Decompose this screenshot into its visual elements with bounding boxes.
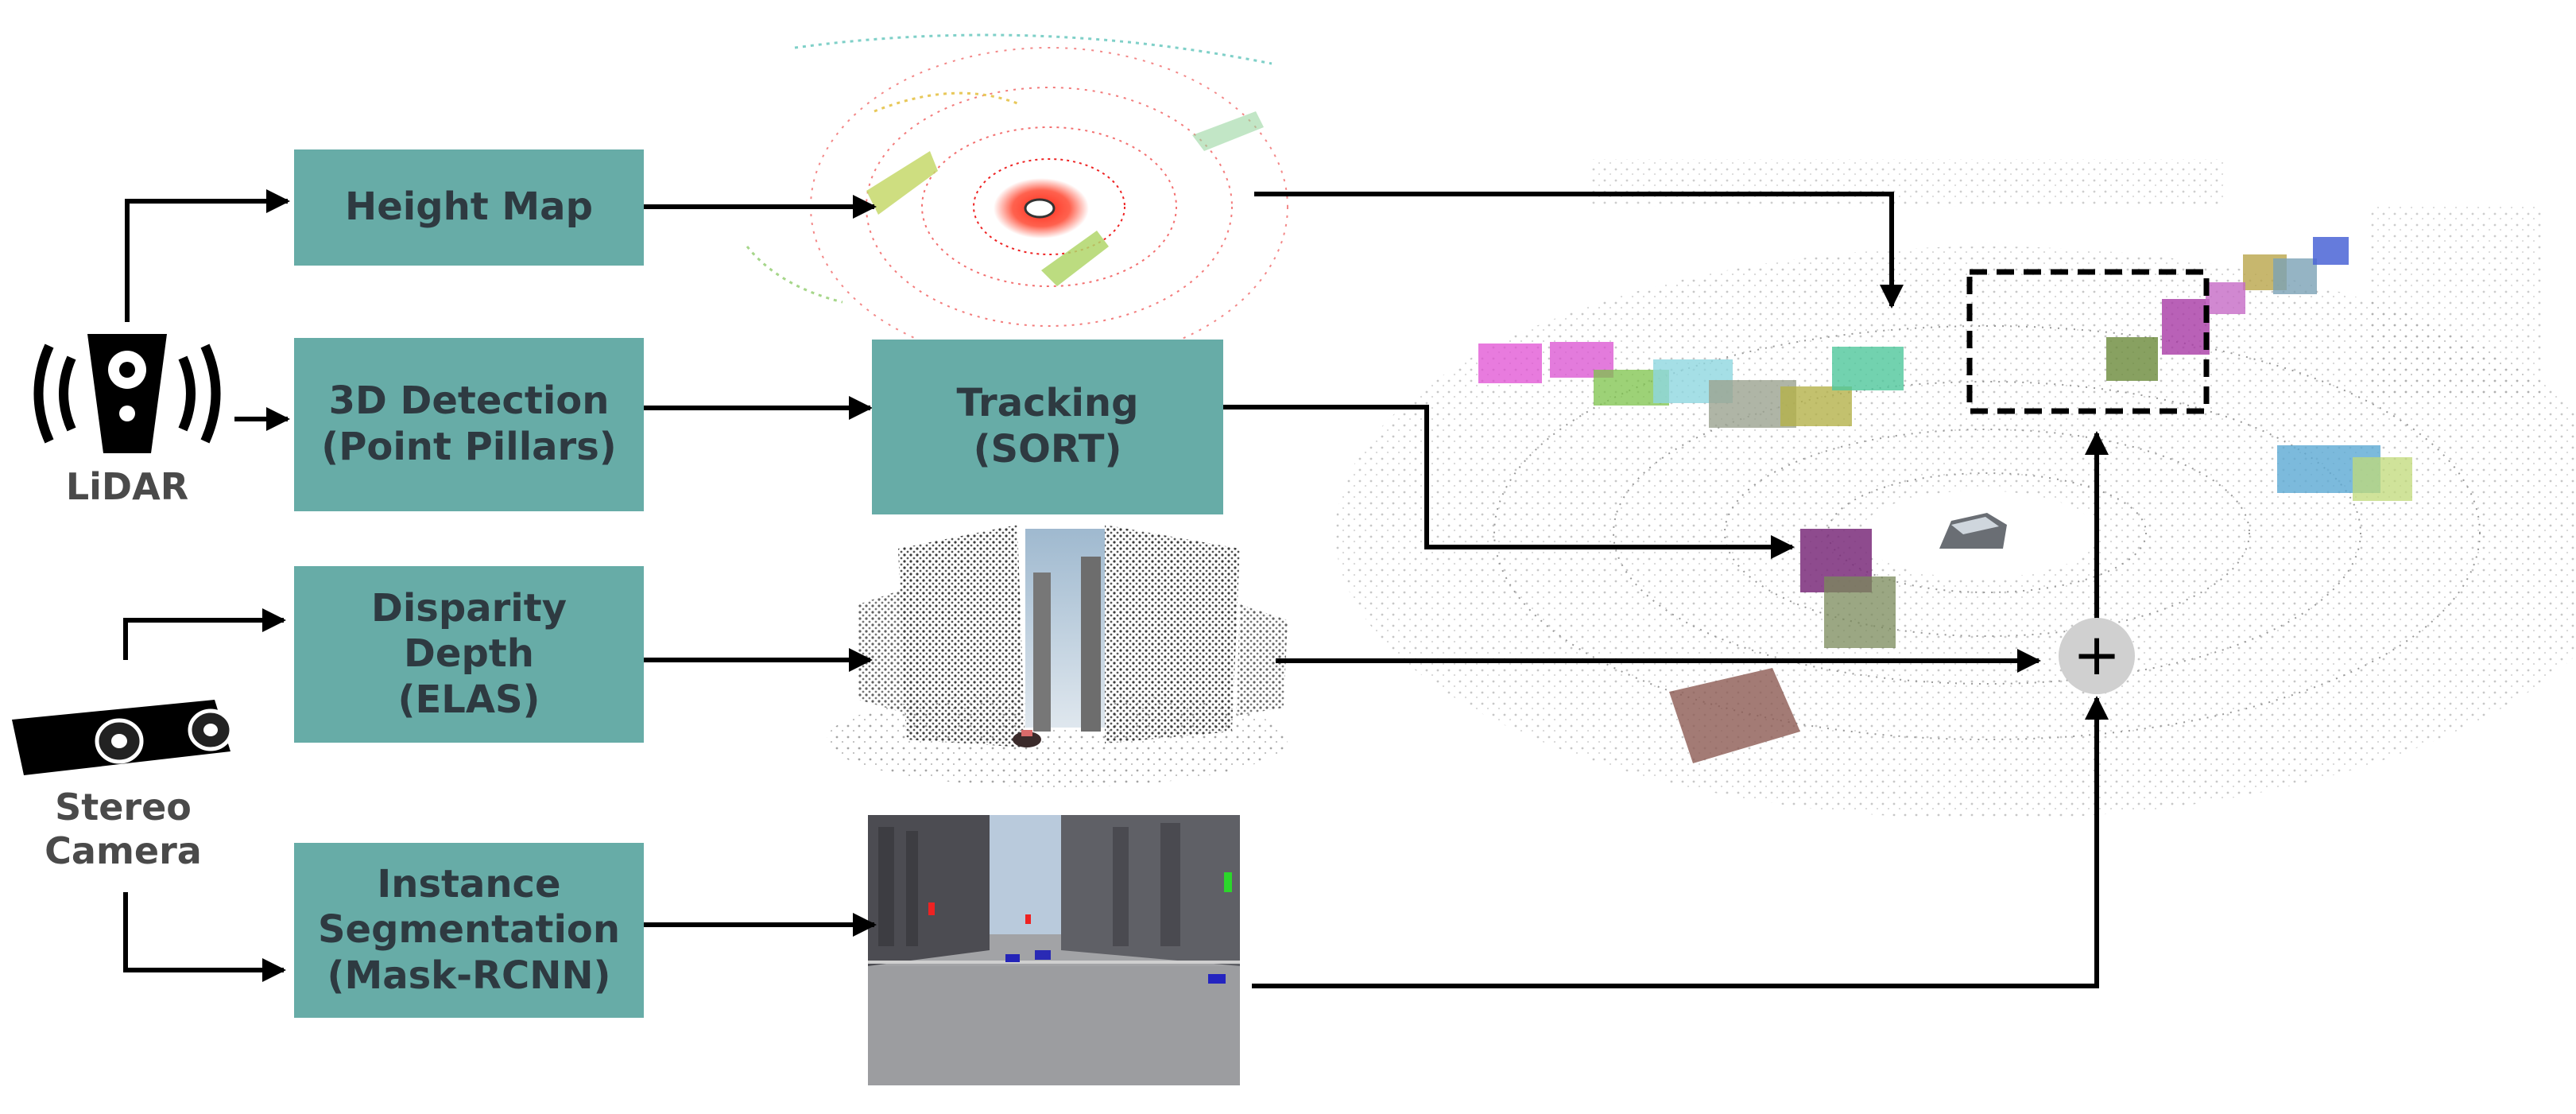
disparity-depth-image	[827, 525, 1288, 787]
height-map-box: Height Map	[294, 149, 644, 266]
lidar-label: LiDAR	[48, 465, 207, 509]
detection-box: 3D Detection (Point Pillars)	[294, 338, 644, 511]
height-map-label: Height Map	[345, 184, 593, 231]
height-map-image	[747, 35, 1288, 366]
segmentation-label: Instance Segmentation (Mask-RCNN)	[318, 862, 620, 999]
plus-fusion-icon: +	[2073, 621, 2121, 688]
stereo-camera-icon	[12, 700, 231, 775]
detection-label: 3D Detection (Point Pillars)	[321, 378, 616, 470]
disparity-box: Disparity Depth (ELAS)	[294, 566, 644, 743]
disparity-label: Disparity Depth (ELAS)	[371, 586, 567, 724]
fusion-node: +	[2059, 618, 2135, 694]
lidar-sensor-icon	[39, 334, 216, 453]
segmentation-box: Instance Segmentation (Mask-RCNN)	[294, 843, 644, 1018]
tracking-label: Tracking (SORT)	[957, 381, 1139, 472]
fused-3d-scene	[1335, 159, 2576, 819]
stereo-camera-label: Stereo Camera	[16, 786, 230, 873]
segmentation-image	[868, 815, 1240, 1085]
tracking-box: Tracking (SORT)	[872, 340, 1223, 514]
